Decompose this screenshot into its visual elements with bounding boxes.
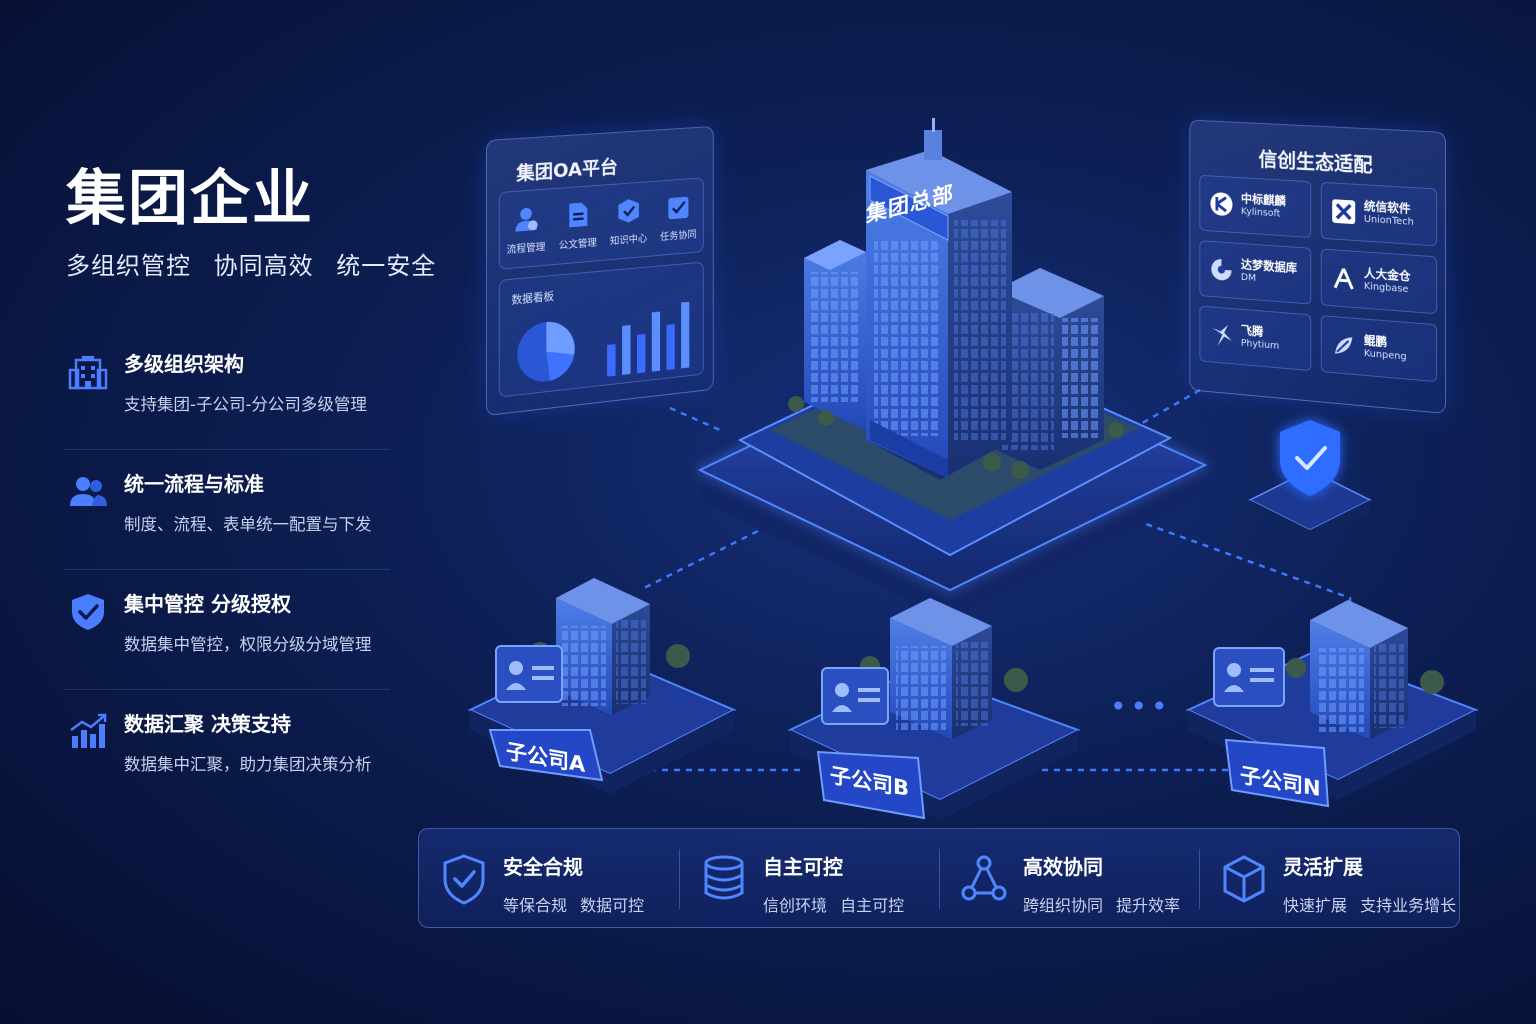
hq-building [804,118,1104,480]
feature-desc: 支持集团-子公司-分公司多级管理 [124,395,367,414]
oa-module-label: 流程管理 [506,241,546,256]
benefit-desc: 等保合规 数据可控 [503,896,645,915]
page-title: 集团企业 [66,164,314,234]
subsidiary-b [787,598,1081,820]
oa-module-label: 知识中心 [609,233,648,247]
dashboard-bar [622,325,631,375]
feature-title: 集中管控 分级授权 [124,592,291,616]
database-icon [704,855,744,900]
network-icon [961,855,1007,901]
document-icon [569,201,588,227]
bar-chart-icon [70,713,107,748]
trees [788,396,1124,479]
benefit-title: 自主可控 [763,855,843,879]
dashboard-pie-chart [517,319,576,385]
users-icon [70,477,107,506]
dashboard-bar [636,333,646,374]
eco-item-en: Phytium [1240,338,1280,352]
feature-desc: 数据集中汇聚，助力集团决策分析 [124,755,372,774]
feature-title: 多级组织架构 [124,352,244,376]
oa-dashboard-title: 数据看板 [511,289,555,307]
page-subtitle: 多组织管控 协同高效 统一安全 [66,252,437,280]
eco-item-en: Kunpeng [1363,348,1407,363]
more-subsidiaries-ellipsis: ••• [1110,690,1172,723]
knowledge-box-icon [618,197,643,223]
cube-icon [1223,855,1265,903]
dashboard-bar [666,324,675,371]
dashboard-bar-chart [607,301,690,377]
feature-title: 数据汇聚 决策支持 [124,712,291,736]
benefit-desc: 信创环境 自主可控 [763,896,905,915]
eco-item-en: UnionTech [1363,214,1414,229]
oa-module-document[interactable]: 公文管理 [554,198,601,252]
benefit-desc: 跨组织协同 提升效率 [1023,896,1181,915]
feature-item: 多级组织架构 支持集团-子公司-分公司多级管理 [64,330,390,450]
dm-icon [1211,258,1232,282]
oa-module-task[interactable]: 任务协同 [655,190,701,243]
benefit-item: 灵活扩展 快速扩展 支持业务增长 [1199,829,1459,927]
feature-item: 统一流程与标准 制度、流程、表单统一配置与下发 [64,450,390,570]
feature-list: 多级组织架构 支持集团-子公司-分公司多级管理 统一流程与标准 制度、流程、表单… [64,330,390,810]
phytium-icon [1212,323,1232,347]
benefit-desc: 快速扩展 支持业务增长 [1283,896,1457,915]
oa-module-row: 流程管理 公文管理 知识中心 任务协同 [498,177,704,270]
kunpeng-icon [1331,335,1356,360]
feature-desc: 数据集中管控，权限分级分域管理 [124,635,372,654]
oa-module-label: 任务协同 [660,229,697,243]
dashboard-bar [607,344,616,377]
benefit-item: 自主可控 信创环境 自主可控 [679,829,939,927]
feature-item: 集中管控 分级授权 数据集中管控，权限分级分域管理 [64,570,390,690]
eco-item-en: Kingbase [1363,281,1409,296]
shield-check-icon [443,854,485,905]
eco-item-en: Kylinsoft [1240,206,1281,220]
shield-check-icon [72,594,104,630]
security-shield-icon [1248,420,1372,542]
benefit-item: 安全合规 等保合规 数据可控 [419,829,679,927]
task-check-icon [665,191,692,219]
oa-panel-title: 集团OA平台 [516,156,618,185]
oa-module-knowledge[interactable]: 知识中心 [605,194,652,247]
oa-dashboard: 数据看板 [498,261,704,398]
benefit-title: 灵活扩展 [1283,855,1363,879]
oa-module-label: 公文管理 [558,237,597,252]
dashboard-bar [681,301,690,369]
uniontech-icon [1331,198,1356,225]
feature-desc: 制度、流程、表单统一配置与下发 [124,515,372,534]
kylin-icon [1210,191,1233,218]
dashboard-bar [651,311,661,372]
benefit-title: 安全合规 [503,855,583,879]
feature-title: 统一流程与标准 [124,472,264,496]
process-user-icon [515,207,538,232]
oa-platform-panel: 集团OA平台 流程管理 公文管理 知识中心 [486,125,714,416]
building-icon [68,356,108,390]
benefits-bar: 安全合规 等保合规 数据可控 自主可控 信创环境 自主可控 高效协同 跨组织协同… [418,828,1460,928]
benefit-title: 高效协同 [1023,855,1103,879]
oa-module-process[interactable]: 流程管理 [502,202,550,256]
kingbase-icon [1331,265,1356,292]
subsidiary-n [1185,600,1479,808]
benefit-item: 高效协同 跨组织协同 提升效率 [939,829,1199,927]
subsidiary-a [467,578,737,794]
feature-item: 数据汇聚 决策支持 数据集中汇聚，助力集团决策分析 [64,690,390,810]
